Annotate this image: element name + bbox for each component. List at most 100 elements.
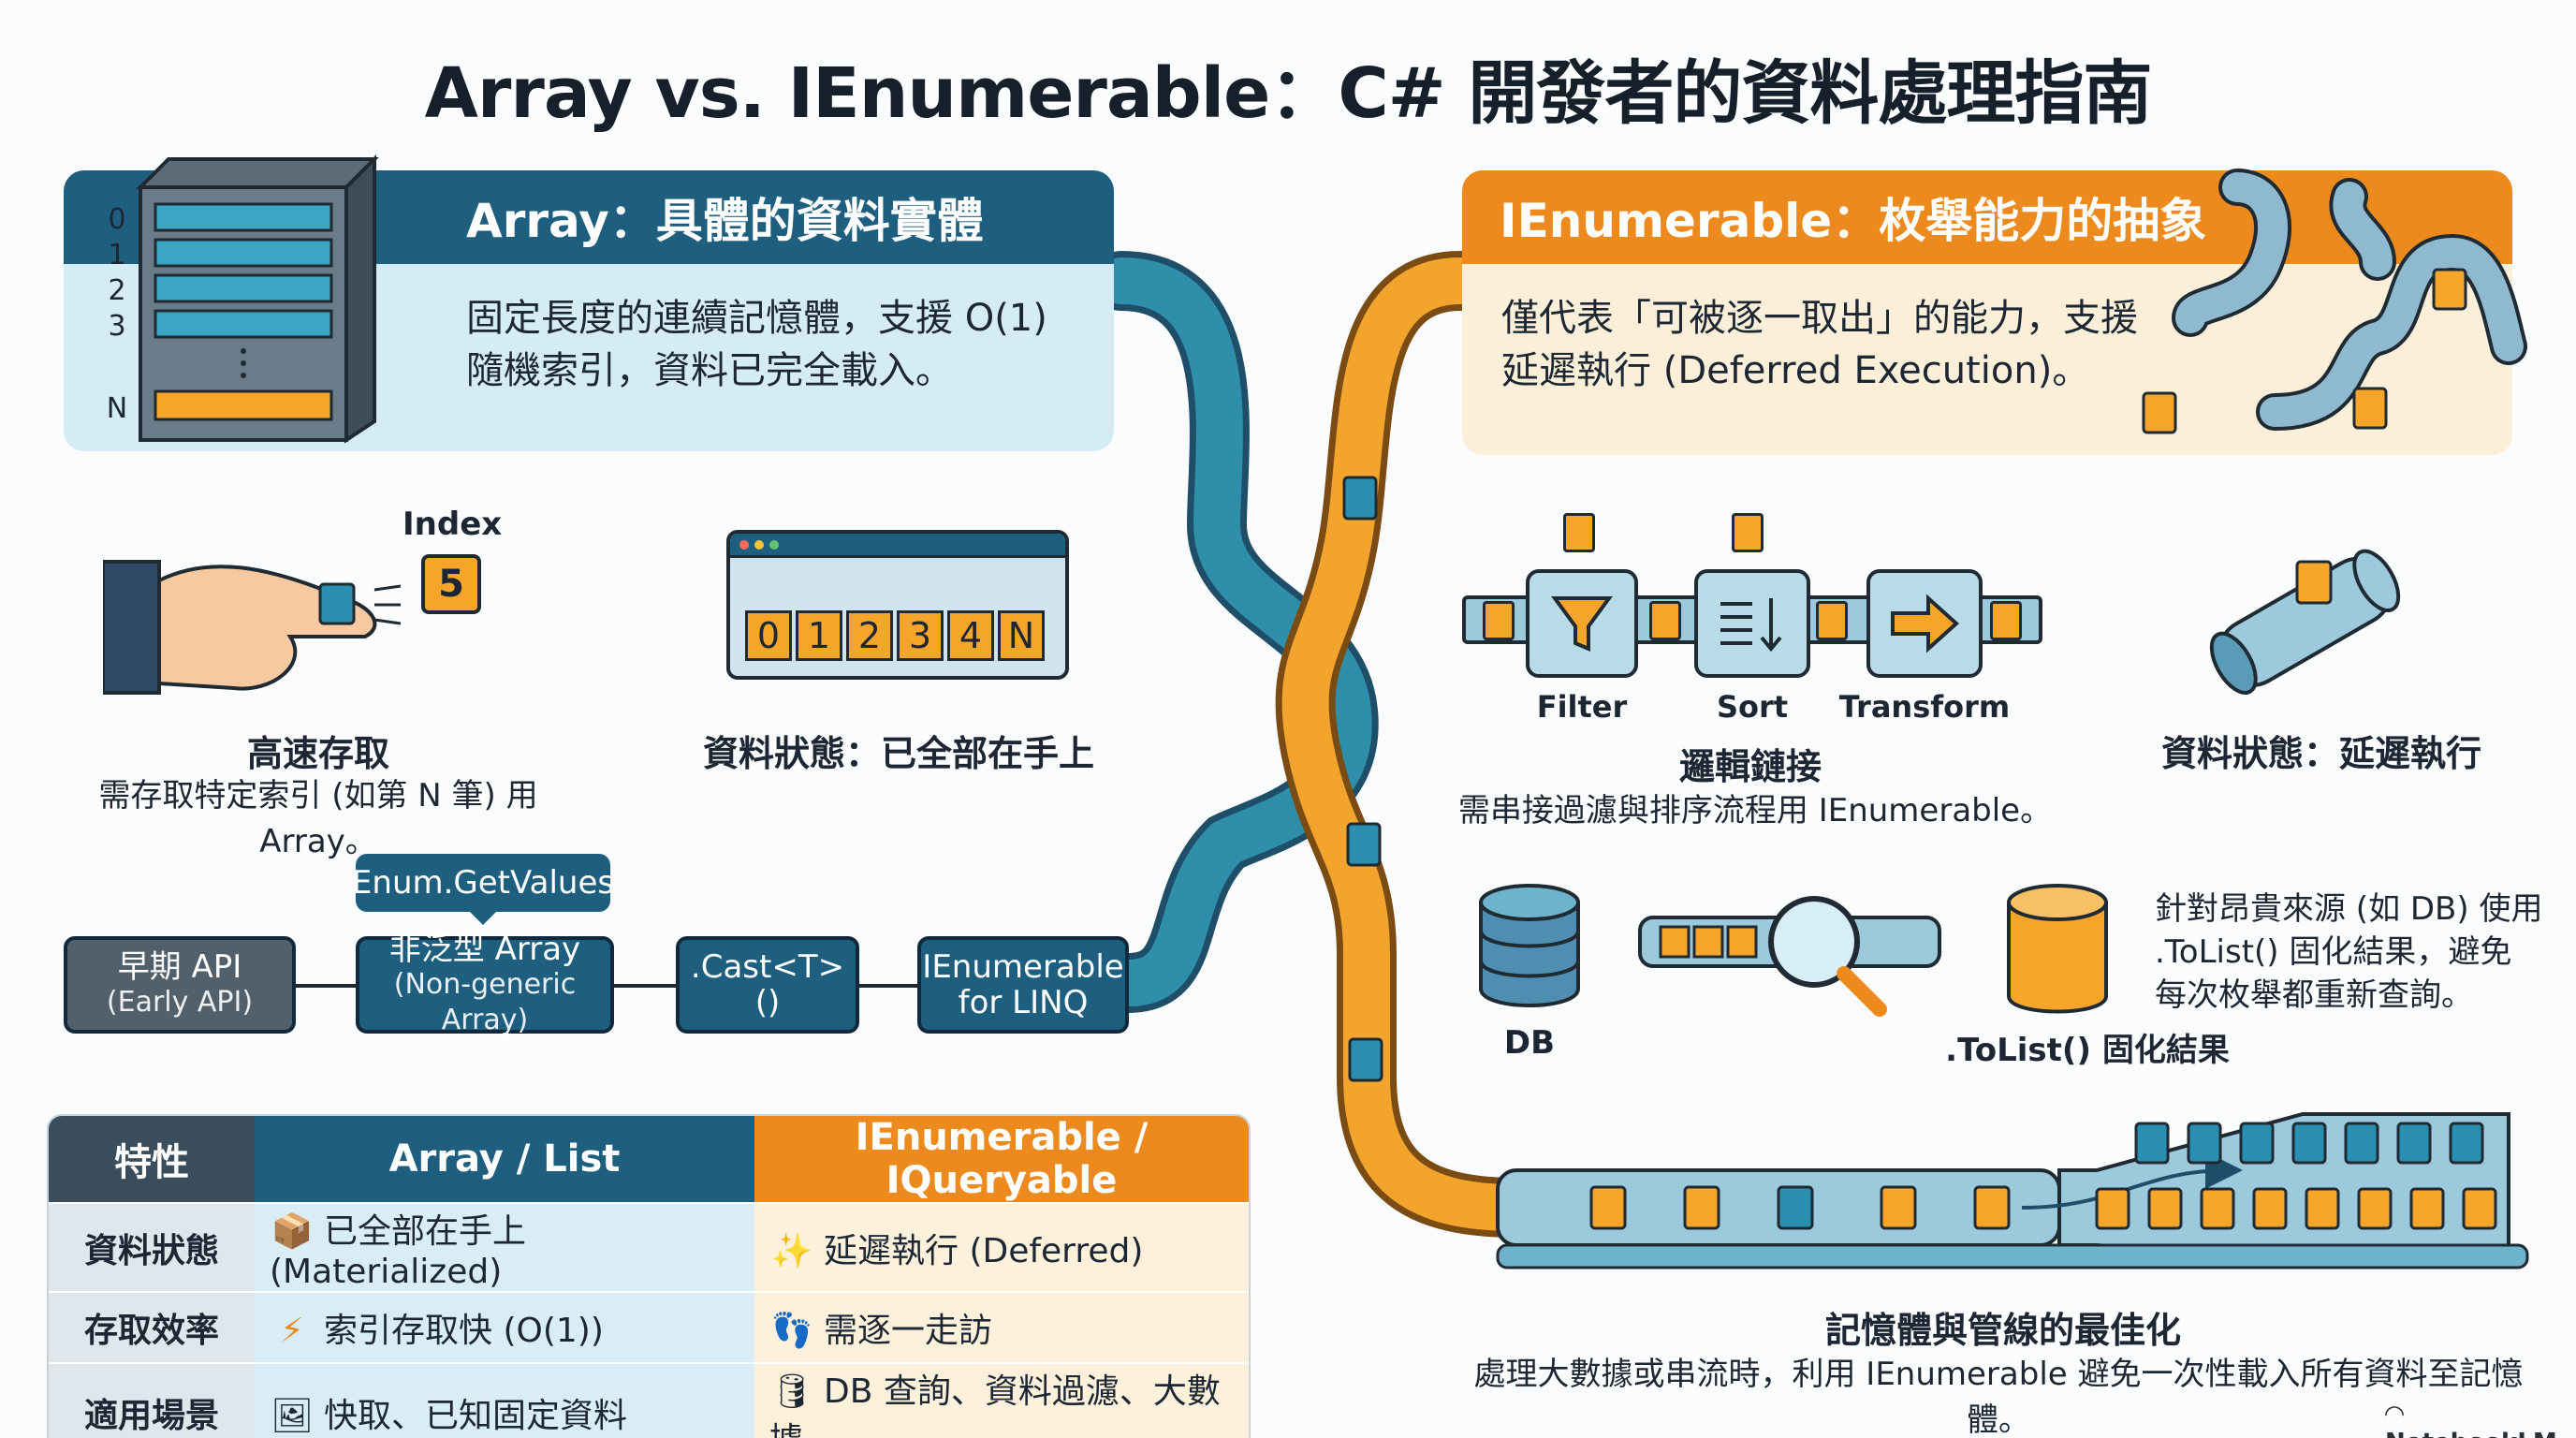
rack-label: 1 [108,239,126,271]
cell-text: 已全部在手上 (Materialized) [270,1212,527,1291]
image-icon: 🖼 [271,1397,314,1435]
array-cell: 0 [745,610,792,661]
index-value-box: 5 [421,554,481,614]
flow-step-line1: .Cast<T>() [690,948,845,1021]
table-cell-feature: 資料狀態 [49,1202,255,1291]
array-card-line1: 固定長度的連續記憶體，支援 O(1) [466,297,1047,340]
enum-getvalues-bubble: Enum.GetValues [352,854,614,912]
hand-pointing-icon [101,524,402,712]
memory-heading: 記憶體與管線的最佳化 [1824,1310,2181,1351]
footprints-icon: 👣 [770,1312,813,1350]
fast-access-heading: 高速存取 [246,733,389,774]
arrow-right-icon [1891,594,1959,653]
array-cell: 1 [796,610,842,661]
rack-label: 3 [108,310,126,343]
filter-label: Filter [1536,689,1628,725]
table-cell-feature: 適用場景 [49,1362,255,1438]
cylinder-icon [2001,880,2114,1020]
server-rack-icon [94,150,393,449]
lightning-icon: ⚡ [280,1312,304,1350]
pipe-segment-icon [2172,524,2434,712]
database-filter-icon: 🛢 [770,1372,813,1411]
table-cell-array: 📦已全部在手上 (Materialized) [255,1202,754,1291]
table-cell-array: 🖼 快取、已知固定資料 [255,1362,754,1438]
index-label: Index [402,506,503,543]
transform-label: Transform [1838,689,2011,725]
pipes-icon [2134,159,2527,449]
array-window: 0 1 2 3 4 N [726,530,1069,680]
array-cell: 4 [947,610,994,661]
table-row: 適用場景 🖼 快取、已知固定資料 🛢DB 查詢、資料過濾、大數據 [49,1362,1249,1438]
rack-label: N [106,392,128,425]
cell-text: 快取、已知固定資料 [324,1397,628,1435]
memory-desc: 處理大數據或串流時，利用 IEnumerable 避免一次性載入所有資料至記憶體… [1473,1356,2524,1438]
transform-step [1866,569,1983,678]
ienum-card-line2: 延遲執行 (Deferred Execution)。 [1501,349,2090,392]
window-titlebar [730,534,1065,558]
page-title: Array vs. IEnumerable：C# 開發者的資料處理指南 [424,53,2153,134]
brand-icon: ◠ [2385,1401,2404,1429]
rack-index-labels: 0 1 2 3 N [105,202,129,427]
array-cell: N [998,610,1045,661]
table-row: 資料狀態 📦已全部在手上 (Materialized) ✨延遲執行 (Defer… [49,1202,1249,1291]
document-icon [1649,601,1681,640]
notebooklm-brand: ◠ NotebookLM [2385,1401,2576,1438]
flow-step-line2: (Early API) [106,986,254,1019]
tolist-note: 針對昂貴來源 (如 DB) 使用 .ToList() 固化結果，避免 每次枚舉都… [2155,888,2542,1017]
array-cell: 3 [897,610,944,661]
array-cell: 2 [846,610,893,661]
document-icon [1732,513,1764,552]
sort-step [1694,569,1810,678]
flow-step-ienum-linq: IEnumerable for LINQ [917,936,1129,1034]
box-icon: 📦 [271,1212,314,1251]
bubble-pointer [468,910,498,925]
magnifier-pipe-icon [1636,889,1945,1020]
table-header-row: 特性 Array / List IEnumerable / IQueryable [49,1116,1249,1202]
flow-step-cast: .Cast<T>() [676,936,859,1034]
tolist-note-line: 針對昂貴來源 (如 DB) 使用 [2155,890,2543,928]
logic-chain-desc: 需串接過濾與排序流程用 IEnumerable。 [1457,792,2053,829]
fast-access-desc: 需存取特定索引 (如第 N 筆) 用 Array。 [98,777,538,860]
flow-step-line2: (Non-generic Array) [393,968,577,1036]
flow-step-line1: IEnumerable [922,948,1124,986]
flow-step-line1: 早期 API [117,948,242,986]
tolist-note-line: .ToList() 固化結果，避免 [2155,933,2512,971]
table-header-ienum: IEnumerable / IQueryable [754,1116,1249,1202]
flow-connector [608,984,683,988]
document-icon [1990,601,2022,640]
brand-label: NotebookLM [2385,1429,2557,1438]
db-label: DB [1503,1024,1556,1062]
table-cell-ienum: 🛢DB 查詢、資料過濾、大數據 [754,1362,1249,1438]
flow-step-line2: for LINQ [958,984,1089,1021]
rack-label: 2 [108,274,126,307]
rack-label: 0 [108,203,126,236]
flow-connector [290,984,384,988]
flow-connector [854,984,919,988]
table-cell-array: ⚡索引存取快 (O(1)) [255,1291,754,1362]
document-icon [1816,601,1848,640]
cell-text: 延遲執行 (Deferred) [824,1231,1144,1270]
ienum-card-title: IEnumerable：枚舉能力的抽象 [1500,194,2207,248]
array-cells: 0 1 2 3 4 N [745,610,1065,661]
tolist-note-line: 每次枚舉都重新查詢。 [2155,976,2473,1014]
table-row: 存取效率 ⚡索引存取快 (O(1)) 👣需逐一走訪 [49,1291,1249,1362]
sort-icon [1720,598,1782,653]
array-state-label: 資料狀態：已全部在手上 [702,733,1094,774]
cell-text: DB 查詢、資料過濾、大數據 [769,1372,1221,1438]
table-cell-ienum: ✨延遲執行 (Deferred) [754,1202,1249,1291]
logic-chain-heading: 邏輯鏈接 [1678,746,1822,787]
document-icon [1483,601,1515,640]
deferred-state-label: 資料狀態：延遲執行 [2160,733,2481,774]
table-cell-feature: 存取效率 [49,1291,255,1362]
array-card-title: Array：具體的資料實體 [466,194,984,248]
database-icon [1473,880,1586,1011]
ienum-card-header: IEnumerable：枚舉能力的抽象 [1462,170,2512,264]
flow-step-line1: 非泛型 Array [388,931,581,968]
enum-getvalues-label: Enum.GetValues [351,864,615,902]
filter-step [1526,569,1638,678]
table-cell-ienum: 👣需逐一走訪 [754,1291,1249,1362]
array-card-line2: 隨機索引，資料已完全載入。 [466,349,953,392]
tolist-result-label: .ToList() 固化結果 [1945,1032,2230,1069]
ienum-card-line1: 僅代表「可被逐一取出」的能力，支援 [1501,297,2138,340]
